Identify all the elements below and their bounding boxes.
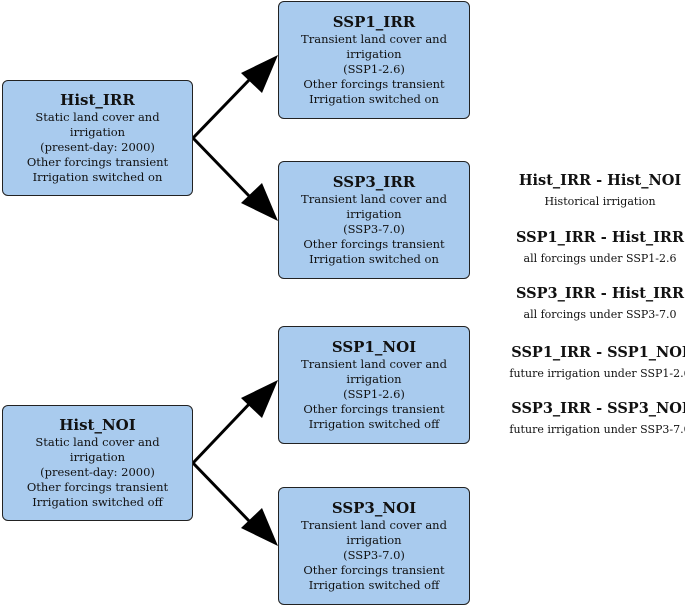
ssp3-noi-line-3: (SSP3-7.0) (343, 548, 405, 562)
hist-irr-box: Hist_IRR Static land cover and irrigatio… (2, 80, 193, 196)
arrow-hist-noi-to-ssp1-noi (191, 380, 278, 465)
ssp3-noi-box: SSP3_NOI Transient land cover and irriga… (278, 487, 470, 605)
hist-irr-line-3: Other forcings transient (26, 155, 169, 169)
diff-title: SSP1_IRR - SSP1_NOI (511, 344, 685, 361)
ssp1-irr-line-5: Irrigation switched on (309, 92, 439, 106)
ssp3-irr-title: SSP3_IRR (332, 173, 416, 191)
ssp1-irr-line-1: Transient land cover and (301, 32, 447, 46)
diff-subtitle: all forcings under SSP3-7.0 (523, 308, 677, 321)
ssp3-irr-line-2: irrigation (346, 207, 402, 221)
ssp3-irr-line-3: (SSP3-7.0) (343, 222, 405, 236)
hist-irr-line-4: Irrigation switched on (32, 170, 163, 184)
hist-irr-line-2: (present-day: 2000) (40, 140, 155, 154)
diff-title: Hist_IRR - Hist_NOI (518, 172, 682, 189)
arrow-hist-irr-to-ssp3-irr (191, 136, 278, 221)
diff-title: SSP1_IRR - Hist_IRR (515, 229, 685, 246)
ssp1-noi-line-5: Irrigation switched off (308, 417, 440, 431)
ssp3-irr-line-4: Other forcings transient (303, 237, 445, 251)
ssp1-irr-line-3: (SSP1-2.6) (343, 62, 405, 76)
ssp1-noi-line-1: Transient land cover and (301, 357, 447, 371)
ssp1-noi-line-4: Other forcings transient (303, 402, 445, 416)
hist-noi-box: Hist_NOI Static land cover and irrigatio… (2, 405, 193, 521)
diff-ssp3-irr-ssp3-noi: SSP3_IRR - SSP3_NOI future irrigation un… (500, 400, 685, 437)
ssp3-irr-line-5: Irrigation switched on (309, 252, 439, 266)
hist-noi-line-1: Static land cover and irrigation (35, 435, 160, 464)
diff-title: SSP3_IRR - SSP3_NOI (511, 400, 685, 417)
ssp1-irr-line-4: Other forcings transient (303, 77, 445, 91)
diff-subtitle: all forcings under SSP1-2.6 (523, 252, 677, 265)
diff-ssp1-irr-ssp1-noi: SSP1_IRR - SSP1_NOI future irrigation un… (500, 344, 685, 381)
hist-noi-line-2: (present-day: 2000) (40, 465, 155, 479)
arrow-hist-irr-to-ssp1-irr (191, 55, 278, 140)
ssp3-noi-line-4: Other forcings transient (303, 563, 445, 577)
ssp1-irr-line-2: irrigation (346, 47, 402, 61)
ssp1-noi-line-2: irrigation (346, 372, 402, 386)
ssp1-noi-line-3: (SSP1-2.6) (343, 387, 405, 401)
diff-title: SSP3_IRR - Hist_IRR (515, 285, 685, 302)
hist-noi-title: Hist_NOI (59, 416, 136, 434)
ssp1-irr-box: SSP1_IRR Transient land cover and irriga… (278, 1, 470, 119)
ssp1-noi-title: SSP1_NOI (331, 338, 417, 356)
diff-subtitle: Historical irrigation (544, 195, 656, 208)
hist-noi-line-3: Other forcings transient (26, 480, 169, 494)
diff-ssp1-irr-hist-irr: SSP1_IRR - Hist_IRR all forcings under S… (500, 229, 685, 266)
diff-subtitle: future irrigation under SSP3-7.0 (509, 423, 685, 436)
arrow-hist-noi-to-ssp3-noi (191, 461, 278, 546)
hist-noi-line-4: Irrigation switched off (32, 495, 163, 509)
ssp3-noi-line-5: Irrigation switched off (308, 578, 440, 592)
ssp3-noi-line-1: Transient land cover and (301, 518, 447, 532)
ssp3-noi-line-2: irrigation (346, 533, 402, 547)
hist-irr-title: Hist_IRR (60, 91, 135, 109)
ssp1-irr-title: SSP1_IRR (332, 13, 416, 31)
hist-irr-line-1: Static land cover and irrigation (35, 110, 160, 139)
ssp3-irr-box: SSP3_IRR Transient land cover and irriga… (278, 161, 470, 279)
ssp1-noi-box: SSP1_NOI Transient land cover and irriga… (278, 326, 470, 444)
ssp3-noi-title: SSP3_NOI (331, 499, 417, 517)
diff-hist-irr-hist-noi: Hist_IRR - Hist_NOI Historical irrigatio… (500, 172, 685, 209)
diff-subtitle: future irrigation under SSP1-2.6 (509, 367, 685, 380)
diff-ssp3-irr-hist-irr: SSP3_IRR - Hist_IRR all forcings under S… (500, 285, 685, 322)
ssp3-irr-line-1: Transient land cover and (301, 192, 447, 206)
